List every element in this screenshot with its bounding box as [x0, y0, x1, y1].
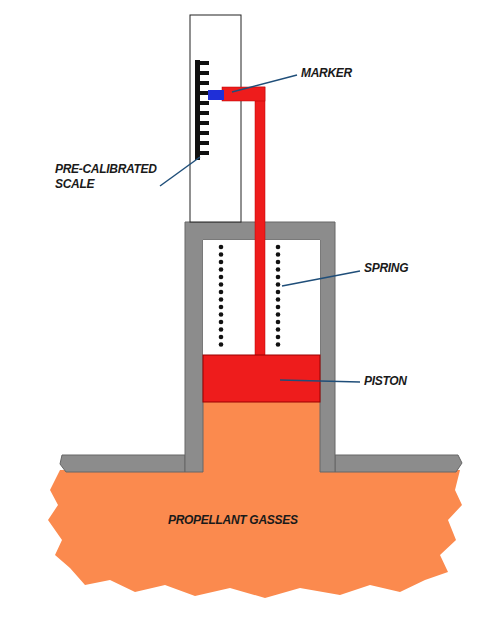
spring-coil	[219, 252, 224, 257]
spring-coil	[276, 320, 281, 325]
spring-coil	[276, 260, 281, 265]
spring-coil	[219, 335, 224, 340]
ground-wall	[60, 455, 185, 472]
spring-coil	[219, 297, 224, 302]
scale-tick	[195, 81, 209, 85]
spring-coil	[276, 312, 281, 317]
spring-coil	[219, 290, 224, 295]
part-label: SPRING	[364, 261, 454, 276]
spring-coil	[276, 245, 281, 250]
spring-coil	[219, 312, 224, 317]
marker-tip	[208, 90, 224, 100]
spring-coil	[219, 305, 224, 310]
part-label: PRE-CALIBRATED SCALE	[55, 162, 167, 192]
leader-line	[282, 271, 360, 286]
spring-coil	[219, 260, 224, 265]
scale-tick	[195, 121, 209, 125]
spring-coil	[276, 290, 281, 295]
spring-coil	[219, 342, 224, 347]
scale-tick	[195, 71, 209, 75]
leader-line	[160, 157, 200, 186]
piston-rod	[255, 87, 265, 357]
scale-ticks	[195, 60, 209, 160]
spring-coil	[276, 282, 281, 287]
scale-tick	[195, 141, 209, 145]
spring-coil	[219, 327, 224, 332]
spring-coil	[219, 320, 224, 325]
scale-tick	[195, 101, 209, 105]
scale-tick	[195, 151, 209, 155]
propellant-gas	[48, 402, 462, 598]
spring-coil	[276, 297, 281, 302]
scale-tick	[195, 111, 209, 115]
leader-line	[232, 75, 297, 92]
spring-coil	[276, 275, 281, 280]
spring-coil	[219, 267, 224, 272]
spring-coil	[276, 327, 281, 332]
leader-line	[280, 380, 360, 382]
spring-coil	[219, 282, 224, 287]
spring-coil	[219, 275, 224, 280]
spring-coil	[276, 335, 281, 340]
spring-coil	[276, 342, 281, 347]
spring-coil	[276, 305, 281, 310]
region-label: PROPELLANT GASSES	[168, 513, 368, 528]
spring-coil	[276, 267, 281, 272]
spring-coil	[219, 245, 224, 250]
part-label: PISTON	[364, 374, 454, 389]
part-label: MARKER	[301, 66, 391, 81]
scale-tick	[195, 61, 209, 65]
spring-coils	[219, 245, 281, 347]
spring-coil	[276, 252, 281, 257]
ground-wall	[335, 455, 462, 472]
scale-tick	[195, 131, 209, 135]
piston	[203, 355, 320, 402]
scale-body	[190, 15, 241, 222]
scale-tick	[195, 91, 209, 95]
